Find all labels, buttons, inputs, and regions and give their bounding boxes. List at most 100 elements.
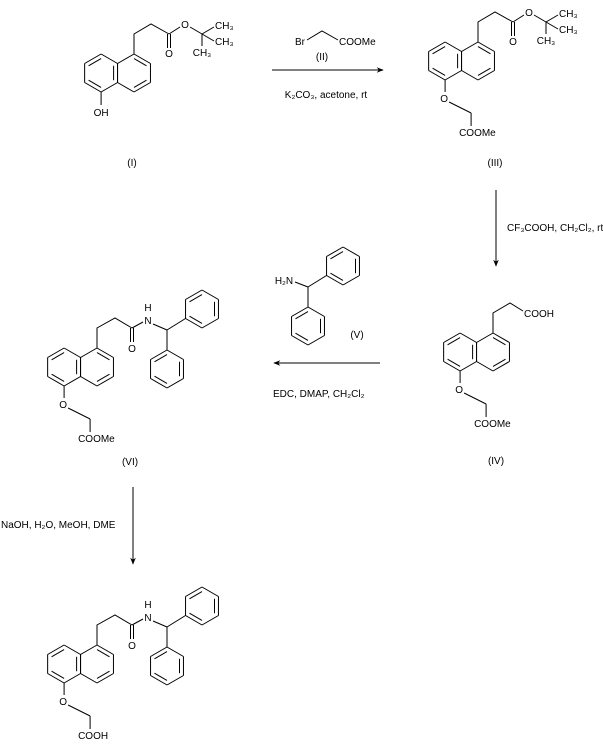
ring-bond: [201, 318, 219, 329]
bond: [294, 281, 309, 288]
aromatic-double-bond: [477, 46, 491, 55]
ring-bond: [47, 347, 65, 358]
propanoate-chain: [477, 11, 514, 42]
bond: [533, 14, 547, 23]
aromatic-double-bond: [432, 46, 446, 55]
ring-bond: [133, 53, 151, 64]
ring-bond: [100, 53, 118, 64]
ring-bond: [47, 376, 65, 387]
ring-bond: [201, 615, 219, 626]
ring-bond: [185, 586, 203, 597]
bond: [201, 33, 215, 42]
ring-bond: [166, 378, 184, 389]
conditions-step3: EDC, DMAP, CH₂Cl₂: [273, 389, 365, 400]
bond: [166, 318, 186, 331]
methyl-label: CH₃: [537, 36, 556, 47]
aromatic-double-bond: [447, 337, 461, 346]
ring-bond: [96, 376, 114, 387]
compound-label: (I): [127, 158, 136, 169]
phenyl-ring-upper: [185, 586, 219, 626]
ring-bond: [96, 347, 114, 358]
methyl-label: CH₃: [559, 25, 578, 36]
ring-bond: [444, 41, 462, 52]
ring-bond: [307, 335, 325, 346]
ring-bond: [291, 306, 309, 317]
aromatic-double-bond: [133, 79, 147, 88]
ring-bond: [443, 332, 461, 343]
naphthalene-ring-left: [47, 347, 82, 387]
ring-bond: [428, 70, 446, 81]
phenyl-ring-lower: [150, 349, 184, 389]
aromatic-double-bond: [96, 352, 110, 361]
ring-bond: [63, 376, 81, 387]
ring-bond: [80, 376, 98, 387]
aromatic-double-bond: [432, 67, 446, 76]
ring-bond: [47, 673, 65, 684]
aromatic-double-bond: [492, 358, 506, 367]
compound-label: (V): [350, 330, 363, 341]
aromatic-double-bond: [51, 649, 65, 658]
bond: [152, 323, 168, 331]
ring-bond: [100, 82, 118, 93]
cooh-label: COOH: [78, 731, 108, 742]
amide-hydrogen: H: [144, 303, 151, 314]
bond-chain: [306, 30, 339, 41]
ring-bond: [47, 644, 65, 655]
compound-label: (II): [316, 52, 328, 63]
hydroxyl-label: OH: [94, 108, 109, 119]
ring-bond: [150, 675, 168, 686]
ether-oxygen: O: [440, 94, 448, 105]
ring-bond: [477, 41, 495, 52]
ring-bond: [476, 332, 494, 343]
methyl-label: CH₃: [215, 37, 234, 48]
ring-bond: [477, 70, 495, 81]
ring-bond: [291, 335, 309, 346]
bond: [152, 620, 168, 628]
aromatic-double-bond: [330, 272, 344, 281]
ring-bond: [96, 673, 114, 684]
cooh-label: COOH: [524, 309, 554, 320]
bond: [463, 392, 487, 405]
bond: [545, 14, 559, 23]
ring-bond: [63, 644, 81, 655]
ring-bond: [166, 675, 184, 686]
ring-bond: [185, 318, 203, 329]
compound-label: (III): [488, 158, 503, 169]
coome-label: COOMe: [339, 37, 376, 48]
ester-oxygen: O: [525, 8, 533, 19]
bond: [448, 101, 472, 114]
coome-label: COOMe: [459, 128, 496, 139]
aromatic-double-bond: [51, 352, 65, 361]
propanamide-chain: [96, 317, 133, 348]
phenyl-ring-upper: [326, 246, 360, 286]
compound-label: (VI): [122, 457, 138, 468]
ether-oxygen: O: [59, 400, 67, 411]
amine-label: H₂N: [275, 276, 293, 287]
phenyl-ring-lower: [291, 306, 325, 346]
methyl-label: CH₃: [193, 48, 212, 59]
ring-bond: [307, 306, 325, 317]
bond: [166, 615, 186, 628]
ring-bond: [150, 349, 168, 360]
aromatic-double-bond: [154, 672, 168, 681]
ring-bond: [444, 70, 462, 81]
ring-bond: [84, 53, 102, 64]
aromatic-double-bond: [51, 670, 65, 679]
aromatic-double-bond: [154, 375, 168, 384]
ring-bond: [150, 378, 168, 389]
ether-oxygen: O: [59, 697, 67, 708]
propanamide-chain: [96, 614, 133, 645]
ring-bond: [185, 289, 203, 300]
ring-bond: [326, 246, 344, 257]
aromatic-double-bond: [189, 294, 203, 303]
ring-bond: [201, 586, 219, 597]
naphthalene-ring-left: [443, 332, 478, 372]
aromatic-double-bond: [492, 337, 506, 346]
ester-oxygen: O: [181, 20, 189, 31]
aromatic-double-bond: [189, 612, 203, 621]
